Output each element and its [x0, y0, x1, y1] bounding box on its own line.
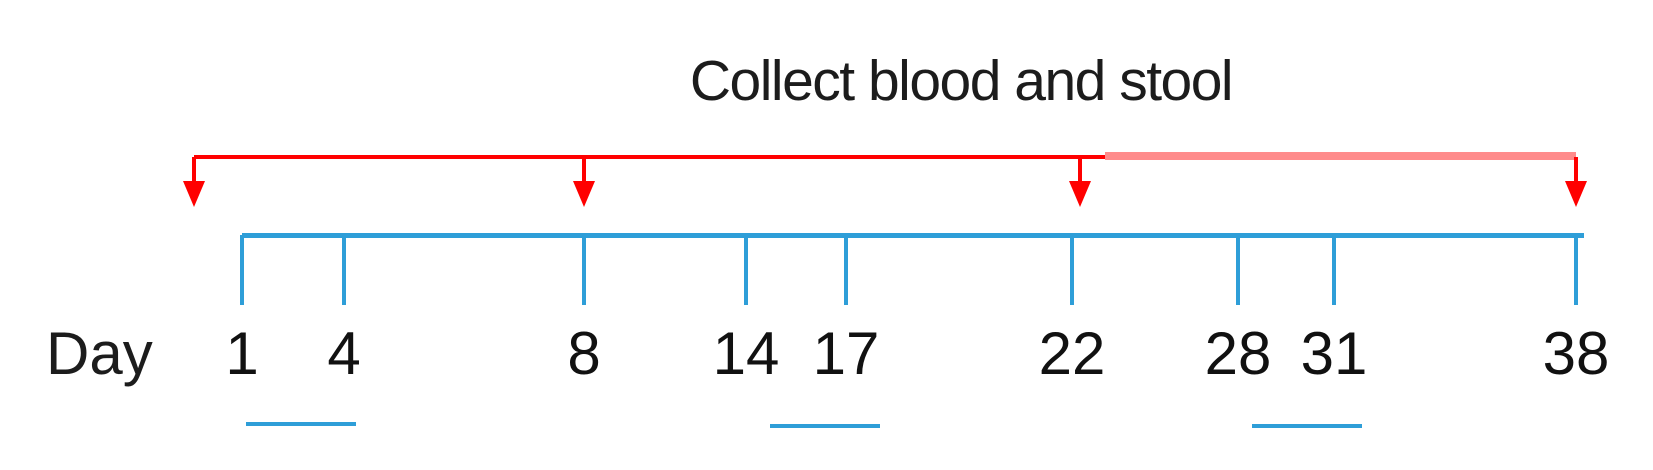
collection-line-thick — [1105, 152, 1576, 160]
day-tick-14 — [744, 235, 748, 305]
day-label-1: 1 — [225, 320, 259, 387]
pair-underline-days-28-31 — [1252, 424, 1362, 428]
day-label-14: 14 — [712, 320, 780, 387]
day-label-17: 17 — [812, 320, 880, 387]
collection-caption: Collect blood and stool — [689, 49, 1234, 113]
day-tick-38 — [1574, 235, 1578, 305]
day-label-31: 31 — [1300, 320, 1368, 387]
arrow-stem — [1078, 157, 1082, 184]
arrow-stem — [582, 157, 586, 184]
day-label-4: 4 — [327, 320, 361, 387]
pair-underline-days-1-4 — [246, 422, 356, 426]
arrow-stem — [1574, 157, 1578, 184]
day-axis-line — [242, 233, 1584, 238]
day-label-38: 38 — [1542, 320, 1610, 387]
day-label-8: 8 — [567, 320, 601, 387]
arrow-head-icon — [573, 181, 595, 207]
day-tick-31 — [1332, 235, 1336, 305]
collection-line-thin — [194, 155, 1105, 159]
arrow-head-icon — [1565, 181, 1587, 207]
day-tick-1 — [240, 235, 244, 305]
arrow-stem — [192, 157, 196, 184]
day-tick-17 — [844, 235, 848, 305]
day-label-22: 22 — [1038, 320, 1106, 387]
day-tick-4 — [342, 235, 346, 305]
arrow-head-icon — [183, 181, 205, 207]
day-tick-22 — [1070, 235, 1074, 305]
day-axis-label: Day — [46, 320, 153, 387]
day-label-28: 28 — [1204, 320, 1272, 387]
arrow-head-icon — [1069, 181, 1091, 207]
day-tick-28 — [1236, 235, 1240, 305]
pair-underline-days-14-17 — [770, 424, 880, 428]
day-tick-8 — [582, 235, 586, 305]
